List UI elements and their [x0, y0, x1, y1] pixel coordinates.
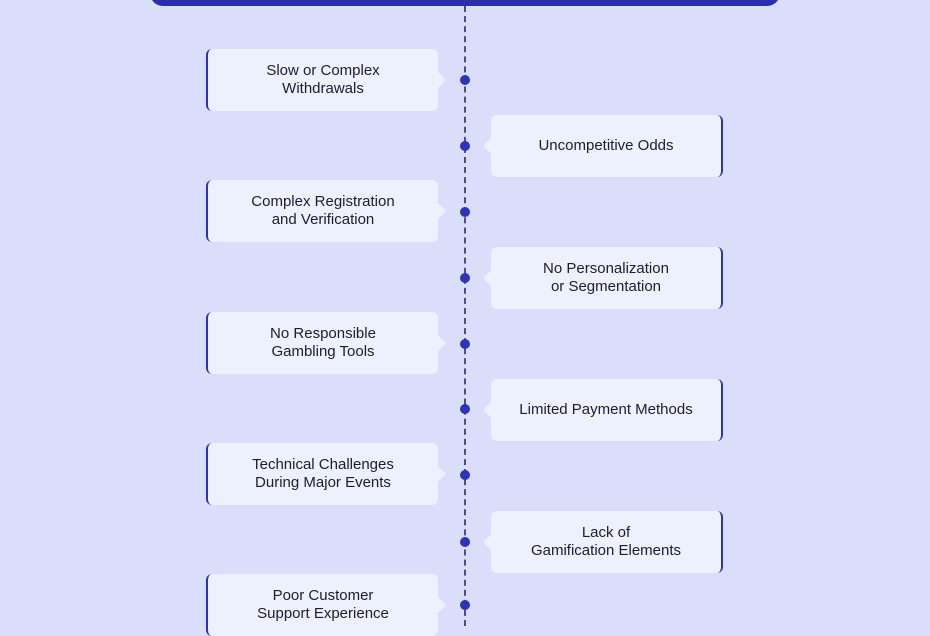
timeline-card-8: Lack of Gamification Elements [483, 511, 723, 573]
timeline-dot [460, 75, 470, 85]
timeline-card-label: Poor Customer Support Experience [257, 587, 389, 622]
timeline-dot [460, 207, 470, 217]
timeline-dot [460, 339, 470, 349]
timeline-card-label: Lack of Gamification Elements [530, 524, 682, 559]
timeline-card-4: No Personalization or Segmentation [483, 247, 723, 309]
timeline-card-label: Uncompetitive Odds [538, 137, 674, 154]
timeline-dot [460, 600, 470, 610]
timeline-line [464, 6, 466, 626]
timeline-card-7: Technical Challenges During Major Events [206, 443, 446, 505]
timeline-card-label: Slow or Complex Withdrawals [266, 62, 380, 97]
timeline-card-label: No Personalization or Segmentation [543, 260, 669, 295]
timeline-dot [460, 537, 470, 547]
timeline-dot [460, 404, 470, 414]
timeline-card-2: Uncompetitive Odds [483, 115, 723, 177]
timeline-card-3: Complex Registration and Verification [206, 180, 446, 242]
timeline-card-label: No Responsible Gambling Tools [270, 325, 376, 360]
timeline-dot [460, 141, 470, 151]
timeline-dot [460, 470, 470, 480]
timeline-dot [460, 273, 470, 283]
timeline-card-1: Slow or Complex Withdrawals [206, 49, 446, 111]
timeline-card-9: Poor Customer Support Experience [206, 574, 446, 636]
timeline-card-5: No Responsible Gambling Tools [206, 312, 446, 374]
header-bar [150, 0, 780, 6]
timeline-card-label: Limited Payment Methods [519, 401, 693, 418]
timeline-card-6: Limited Payment Methods [483, 379, 723, 441]
timeline-card-label: Complex Registration and Verification [251, 193, 395, 228]
timeline-card-label: Technical Challenges During Major Events [252, 456, 394, 491]
